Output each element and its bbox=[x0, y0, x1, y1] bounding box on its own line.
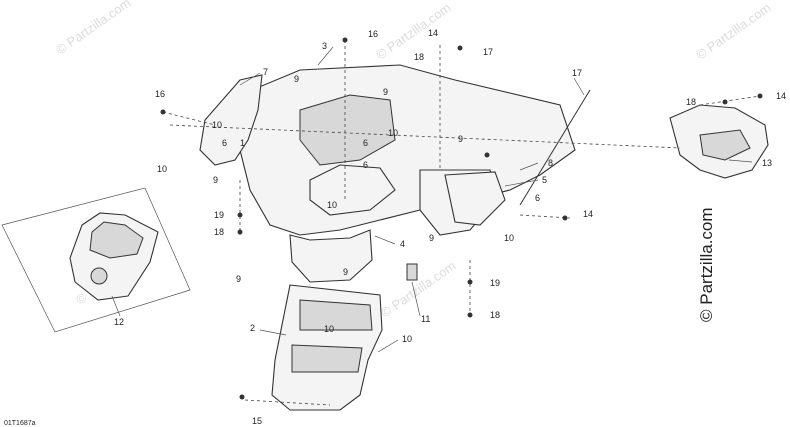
callout-10-g: 10 bbox=[402, 334, 412, 344]
callout-9-e: 9 bbox=[429, 233, 434, 243]
watermark-main: © Partzilla.com bbox=[697, 207, 716, 322]
bolt-dot bbox=[757, 93, 763, 99]
callouts: 3 16 16 7 9 14 18 17 17 9 18 14 10 6 1 1… bbox=[114, 28, 786, 426]
bolt-dot bbox=[457, 45, 463, 51]
leader-2 bbox=[259, 329, 287, 336]
leader-10-bottom bbox=[377, 339, 399, 353]
callout-10-b: 10 bbox=[157, 164, 167, 174]
body-tank-opening bbox=[299, 94, 396, 166]
callout-4: 4 bbox=[400, 239, 405, 249]
bolt-dot bbox=[484, 152, 490, 158]
leader-7 bbox=[239, 72, 261, 86]
watermark-center: © Partzilla.com bbox=[378, 258, 458, 321]
callout-6-d: 6 bbox=[535, 193, 540, 203]
callout-12: 12 bbox=[114, 317, 124, 327]
bolt-dot bbox=[467, 312, 473, 318]
callout-14-right: 14 bbox=[776, 91, 786, 101]
dash-line-14-right bbox=[699, 95, 761, 106]
headlight-hole bbox=[90, 267, 108, 285]
callout-5: 5 bbox=[542, 175, 547, 185]
latch-part-11 bbox=[406, 263, 418, 281]
leader-3 bbox=[317, 46, 334, 66]
fascia-opening bbox=[89, 221, 144, 259]
nose-panel bbox=[289, 229, 373, 283]
callout-19-left: 19 bbox=[214, 210, 224, 220]
watermark-top-left: © Partzilla.com bbox=[53, 0, 133, 57]
leader-11 bbox=[411, 281, 421, 317]
callout-8: 8 bbox=[548, 158, 553, 168]
callout-16-left: 16 bbox=[155, 89, 165, 99]
bolt-dot bbox=[237, 212, 243, 218]
dash-line-16-left bbox=[162, 111, 216, 126]
bolt-dot bbox=[160, 109, 166, 115]
bolt-dot bbox=[342, 37, 348, 43]
callout-18-bottom: 18 bbox=[490, 310, 500, 320]
bolt-dot bbox=[237, 229, 243, 235]
left-fender-part-7 bbox=[199, 74, 263, 166]
fastener-dots bbox=[160, 37, 763, 400]
callout-10-e: 10 bbox=[504, 233, 514, 243]
callout-19-right: 19 bbox=[490, 278, 500, 288]
bolt-dot bbox=[722, 99, 728, 105]
callout-9-a: 9 bbox=[294, 74, 299, 84]
support-rod-part-17 bbox=[519, 89, 591, 206]
callout-14-top: 14 bbox=[428, 28, 438, 38]
callout-10-d: 10 bbox=[327, 200, 337, 210]
leader-13 bbox=[728, 159, 753, 163]
leader-12 bbox=[111, 295, 121, 317]
callout-16: 16 bbox=[368, 29, 378, 39]
main-body-assembly bbox=[199, 64, 769, 411]
callout-1: 1 bbox=[240, 138, 245, 148]
leader-lines bbox=[111, 46, 753, 353]
callout-13: 13 bbox=[762, 158, 772, 168]
bolt-dot bbox=[562, 215, 568, 221]
callout-9-g: 9 bbox=[343, 267, 348, 277]
lower-panel-grille bbox=[299, 299, 373, 331]
dash-line-15 bbox=[244, 399, 331, 406]
figure-code: 01T1687a bbox=[4, 420, 36, 427]
callout-9-d: 9 bbox=[458, 134, 463, 144]
callout-6-b: 6 bbox=[363, 138, 368, 148]
bolt-dot bbox=[239, 394, 245, 400]
callout-11: 11 bbox=[421, 314, 430, 324]
callout-2: 2 bbox=[250, 323, 255, 333]
callout-3: 3 bbox=[322, 41, 327, 51]
callout-18-top: 18 bbox=[414, 52, 424, 62]
inset-frame bbox=[1, 187, 191, 333]
callout-14-mid: 14 bbox=[583, 209, 593, 219]
callout-9-b: 9 bbox=[383, 87, 388, 97]
callout-17: 17 bbox=[572, 68, 582, 78]
leader-4 bbox=[374, 235, 396, 245]
callout-6-c: 6 bbox=[363, 160, 368, 170]
leader-17 bbox=[573, 77, 585, 96]
callout-18-left: 18 bbox=[214, 227, 224, 237]
leader-8 bbox=[519, 162, 539, 171]
callout-7: 7 bbox=[263, 67, 268, 77]
bolt-dot bbox=[467, 279, 473, 285]
callout-10-f: 10 bbox=[324, 324, 334, 334]
rear-fender-opening bbox=[699, 129, 751, 161]
callout-6-a: 6 bbox=[222, 138, 227, 148]
callout-9-c: 9 bbox=[213, 175, 218, 185]
callout-9-f: 9 bbox=[236, 274, 241, 284]
lower-panel-vent bbox=[291, 344, 363, 373]
seat-recess bbox=[309, 164, 396, 216]
main-body-shell bbox=[239, 64, 576, 236]
dash-line-14-mid bbox=[519, 214, 571, 219]
callout-17-top: 17 bbox=[483, 47, 493, 57]
callout-15: 15 bbox=[252, 416, 262, 426]
fastener-lines bbox=[162, 40, 761, 406]
callout-10-c: 10 bbox=[388, 128, 398, 138]
callout-18-right: 18 bbox=[686, 97, 696, 107]
side-fender-part-5 bbox=[444, 171, 506, 226]
watermark-top-right: © Partzilla.com bbox=[693, 0, 773, 62]
inset-panel-part-12 bbox=[1, 187, 191, 333]
callout-10-a: 10 bbox=[212, 120, 222, 130]
leader-5 bbox=[504, 179, 539, 187]
dash-line-rear bbox=[169, 124, 681, 149]
